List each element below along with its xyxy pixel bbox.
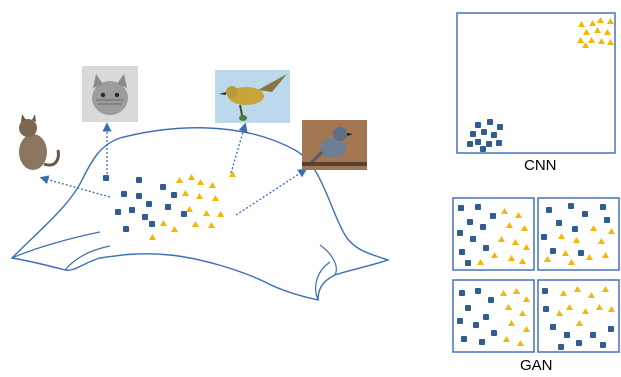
point-square (121, 191, 127, 197)
cnn-label: CNN (524, 157, 557, 174)
gan-panel (537, 197, 620, 271)
point-triangle (160, 220, 167, 226)
point-triangle (604, 29, 611, 35)
manifold-points (103, 171, 236, 240)
gan-label: GAN (520, 357, 553, 374)
point-triangle (217, 211, 224, 217)
point-triangle (582, 42, 589, 48)
point-triangle (598, 38, 605, 44)
manifold-surface (10, 127, 391, 301)
point-square (491, 132, 497, 138)
silver-tabby-cat-photo (82, 66, 138, 122)
gan-panel (452, 197, 535, 271)
point-triangle (176, 177, 183, 183)
point-square (149, 221, 155, 227)
manifold-squares (103, 175, 187, 232)
cnn-triangle-cluster (577, 17, 614, 48)
point-square (136, 193, 142, 199)
point-square (475, 122, 481, 128)
manifold-triangles (149, 171, 236, 240)
point-triangle (188, 174, 195, 180)
arrow-to-perched-bird (235, 168, 308, 216)
point-triangle (583, 29, 590, 35)
point-triangle (149, 234, 156, 240)
point-triangle (589, 20, 596, 26)
point-square (103, 175, 109, 181)
point-triangle (607, 18, 614, 24)
point-square (115, 209, 121, 215)
point-square (481, 129, 487, 135)
point-triangle (192, 221, 199, 227)
point-triangle (171, 226, 178, 232)
gan-panel (537, 279, 620, 353)
point-square (496, 140, 502, 146)
point-triangle (577, 37, 584, 43)
point-square (486, 141, 492, 147)
point-square (136, 177, 142, 183)
point-square (470, 131, 476, 137)
point-triangle (196, 193, 203, 199)
point-triangle (203, 210, 210, 216)
point-triangle (208, 222, 215, 228)
flying-bird-photo (215, 70, 290, 123)
cnn-square-cluster (467, 119, 503, 152)
point-triangle (212, 195, 219, 201)
point-square (181, 211, 187, 217)
point-triangle (578, 21, 585, 27)
point-square (171, 192, 177, 198)
point-square (487, 119, 493, 125)
point-square (123, 226, 129, 232)
point-square (142, 214, 148, 220)
point-triangle (182, 190, 189, 196)
point-square (480, 146, 486, 152)
arrow-to-flying-bird (230, 122, 248, 174)
point-square (129, 207, 135, 213)
point-triangle (597, 17, 604, 23)
projection-arrows (39, 122, 308, 216)
point-triangle (607, 39, 614, 45)
point-square (146, 201, 152, 207)
point-square (165, 204, 171, 210)
perched-bird-photo (302, 120, 367, 170)
tabby-cat-photo (14, 112, 60, 170)
point-triangle (197, 179, 204, 185)
point-square (160, 184, 166, 190)
point-square (467, 141, 473, 147)
point-triangle (186, 206, 193, 212)
gan-panel (452, 279, 535, 353)
cnn-panel (456, 12, 616, 154)
point-triangle (588, 37, 595, 43)
gan-panel-grid (452, 197, 620, 353)
point-triangle (594, 27, 601, 33)
arrow-to-tabby-cat (39, 175, 111, 198)
point-square (475, 139, 481, 145)
point-square (497, 124, 503, 130)
point-triangle (209, 182, 216, 188)
point-triangle (229, 171, 236, 177)
